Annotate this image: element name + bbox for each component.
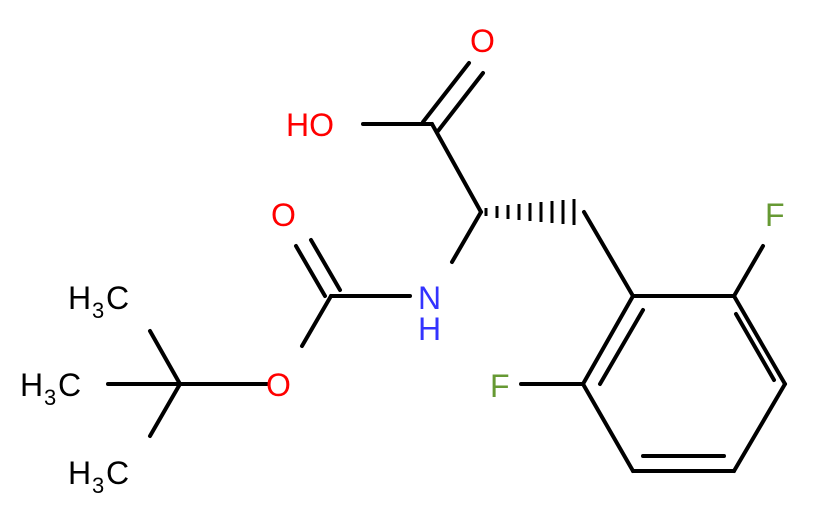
methylene-ring-bond <box>582 210 635 298</box>
carbamate-carbonyl-bond-b <box>309 238 342 292</box>
amine-hydrogen-label: H <box>418 311 441 347</box>
methyl-3-h-label: H <box>68 455 91 491</box>
ring-bond-6 <box>581 294 635 386</box>
fluorine-top-label: F <box>765 197 785 233</box>
methyl-2-subscript: 3 <box>44 385 56 410</box>
ring-bond-5 <box>581 382 635 473</box>
bond-group <box>106 61 787 473</box>
acid-oxygen-double-label: O <box>470 23 495 59</box>
methyl-1-c-label: C <box>106 280 129 316</box>
fluorine-top-bond <box>732 244 765 298</box>
methyl-1-h-label: H <box>68 280 91 316</box>
acid-carbonyl-bond-a <box>421 61 471 124</box>
carbamate-oxygen-label: O <box>271 197 296 233</box>
methyl-3-c-label: C <box>106 455 129 491</box>
amine-nitrogen-label: N <box>418 280 441 316</box>
hashed-wedge-bond <box>484 199 576 225</box>
carbamate-carbonyl-bond-a <box>294 244 327 298</box>
ring-bond-2-inner <box>734 312 776 382</box>
alpha-nitrogen-bond <box>450 210 483 264</box>
ring-bond-2 <box>732 294 787 386</box>
carbamate-ester-bond <box>300 294 333 348</box>
ester-oxygen-label: O <box>266 367 291 403</box>
atom-labels: O HO F F N H O O H 3 C H 3 C H 3 C <box>20 23 785 498</box>
acid-carbonyl-bond-b <box>436 71 485 133</box>
methyl-2-c-label: C <box>58 367 81 403</box>
fluorine-left-label: F <box>490 368 510 404</box>
acid-hydroxyl-label: HO <box>286 107 334 143</box>
methyl-1-subscript: 3 <box>92 298 104 323</box>
ring-bond-3 <box>732 382 787 473</box>
methyl-2-h-label: H <box>20 367 43 403</box>
methyl-3-subscript: 3 <box>92 473 104 498</box>
tbutyl-methyl-1-bond <box>148 329 182 386</box>
tbutyl-methyl-3-bond <box>148 382 182 438</box>
carboxyl-alpha-bond <box>430 122 483 214</box>
ring-bond-6-inner <box>598 308 645 386</box>
